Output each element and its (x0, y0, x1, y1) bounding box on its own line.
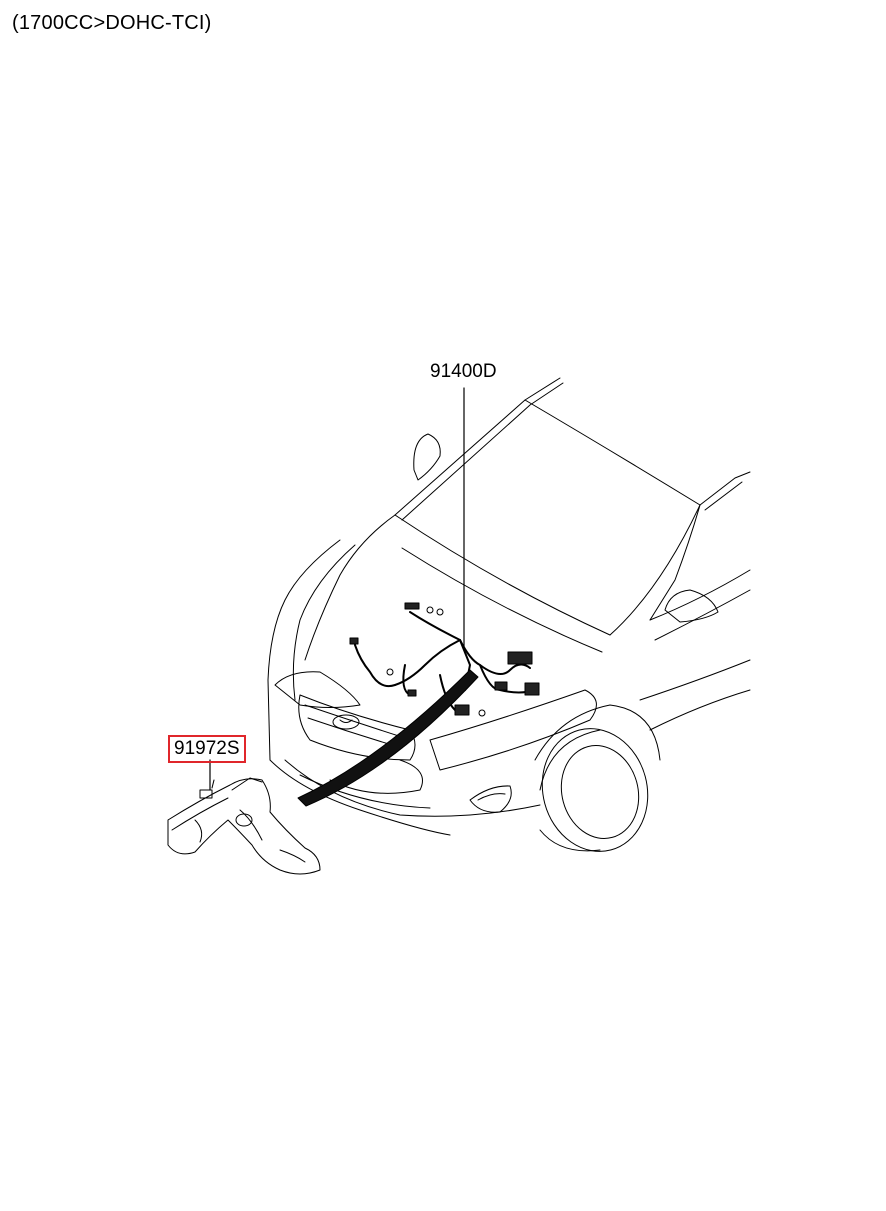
brand-emblem (332, 714, 360, 730)
left-headlamp (274, 671, 361, 708)
left-mirror (413, 433, 441, 481)
part-label-91400D[interactable]: 91400D (430, 361, 497, 382)
engine-spec-title: (1700CC>DOHC-TCI) (12, 12, 212, 34)
right-body-side (649, 504, 701, 621)
fog-lamp (469, 785, 512, 813)
protector-part-91972S (167, 777, 321, 875)
windshield-lower (524, 399, 701, 506)
front-wheel (541, 728, 649, 852)
harness-protector-ribbon (297, 669, 479, 807)
right-headlamp (429, 689, 597, 771)
part-label-91972S[interactable]: 91972S (168, 735, 246, 763)
windshield-outline (394, 377, 561, 516)
hood-outline (304, 514, 396, 661)
right-mirror (664, 589, 719, 623)
front-grille (298, 694, 416, 761)
left-fender (267, 539, 341, 761)
wheel-arch (534, 704, 661, 761)
